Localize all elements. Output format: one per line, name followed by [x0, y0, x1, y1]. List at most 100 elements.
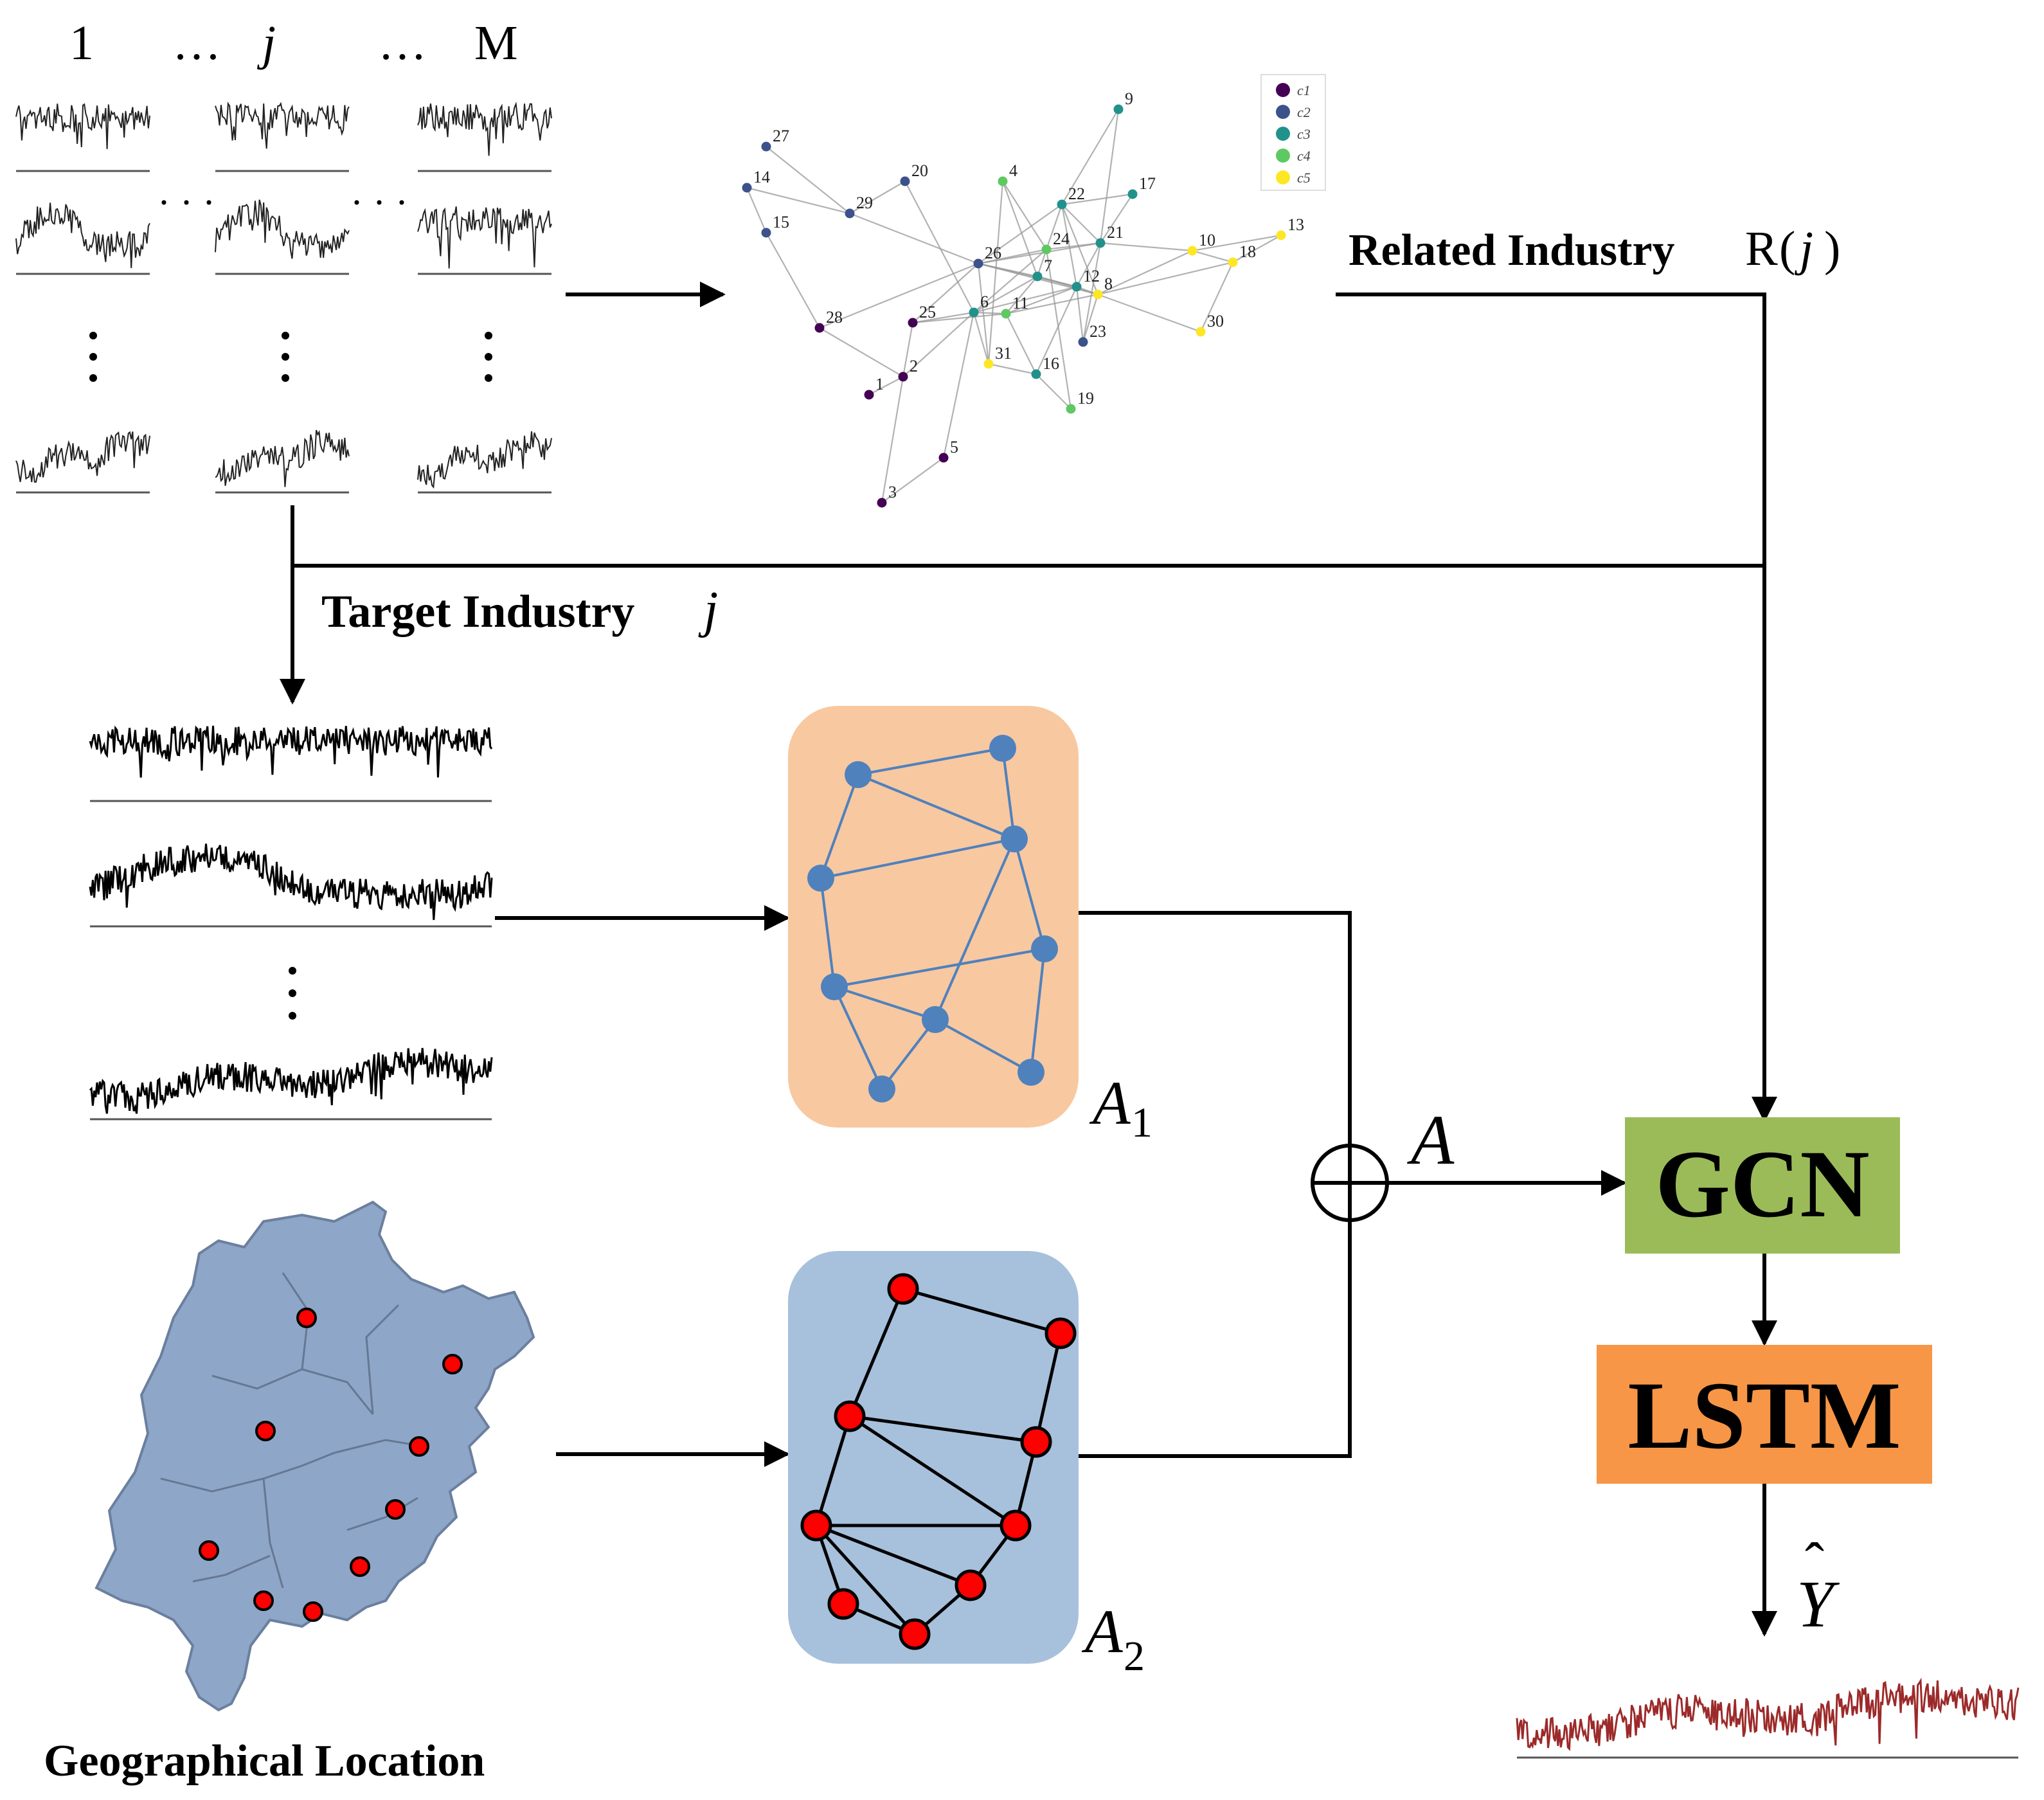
network-node-label: 2 — [910, 357, 918, 375]
network-node-label: 7 — [1044, 256, 1052, 275]
a2-node — [887, 1273, 919, 1305]
legend-label: c2 — [1297, 104, 1311, 120]
network-node-label: 14 — [753, 168, 770, 186]
target-var: j — [698, 582, 718, 638]
network-node-label: 8 — [1104, 274, 1113, 293]
output-label: Y ˆ — [1797, 1532, 1840, 1641]
network-node-27: 27 — [761, 127, 789, 152]
output-y: Y — [1797, 1567, 1840, 1641]
network-node-label: 24 — [1053, 230, 1070, 248]
network-node-label: 20 — [911, 161, 928, 180]
network-node-6: 6 — [969, 292, 989, 318]
a1-node — [989, 735, 1016, 762]
network-node-label: 16 — [1043, 354, 1059, 373]
index-first: 1 — [69, 16, 94, 70]
network-node-label: 30 — [1207, 312, 1224, 330]
a2-letter: A — [1081, 1597, 1123, 1666]
target-vertical-dots — [289, 967, 296, 1020]
a2-label: A 2 — [1081, 1597, 1145, 1680]
network-node-20: 20 — [900, 161, 928, 186]
a1-node — [845, 761, 872, 788]
network-node-label: 19 — [1077, 389, 1094, 408]
network-node-label: 29 — [856, 194, 873, 212]
network-node-label: 25 — [919, 303, 936, 321]
network-node-4: 4 — [998, 161, 1018, 186]
gcn-text: GCN — [1655, 1131, 1869, 1238]
forecast-series — [1516, 1677, 2020, 1759]
target-series-stack — [89, 725, 493, 1120]
index-last: M — [474, 16, 518, 70]
a1-graph — [807, 735, 1058, 1102]
network-node-21: 21 — [1095, 223, 1124, 248]
mini-series-2-2 — [417, 431, 552, 494]
mini-series-1-1 — [215, 199, 350, 275]
a1-panel — [788, 706, 1079, 1128]
a2-node — [827, 1588, 859, 1620]
network-node-31: 31 — [983, 344, 1012, 369]
network-node-label: 12 — [1083, 267, 1100, 285]
related-fn: R — [1745, 222, 1778, 276]
network-node-8: 8 — [1093, 274, 1113, 300]
a1-letter: A — [1089, 1068, 1131, 1137]
network-node-13: 13 — [1276, 215, 1304, 240]
network-node-9: 9 — [1113, 89, 1133, 114]
network-node-7: 7 — [1032, 256, 1052, 282]
network-node-11: 11 — [1001, 294, 1028, 319]
fujian-map — [94, 1200, 535, 1712]
legend-label: c1 — [1297, 82, 1311, 98]
legend-label: c4 — [1297, 148, 1311, 164]
mini-series-2-1 — [215, 429, 350, 494]
a1-node — [1018, 1059, 1044, 1086]
mini-series-2-0 — [15, 431, 150, 494]
network-node-26: 26 — [973, 244, 1001, 269]
network-node-label: 23 — [1089, 322, 1106, 341]
grid-ellipsis: · · · · · · — [157, 181, 408, 224]
network-node-24: 24 — [1041, 230, 1070, 255]
legend-item-c5: c5 — [1276, 170, 1311, 186]
a1-node — [868, 1076, 895, 1102]
network-node-17: 17 — [1127, 174, 1156, 199]
a1-node — [821, 973, 848, 1000]
a2-panel — [788, 1251, 1079, 1664]
combined-a-label: A — [1406, 1101, 1455, 1179]
map-location-dot — [303, 1601, 323, 1622]
related-industry-text: Related Industry — [1349, 226, 1675, 275]
legend-item-c4: c4 — [1276, 148, 1311, 164]
gcn-block — [1625, 1117, 1900, 1254]
network-legend: c1 c2 c3 c4 c5 — [1260, 74, 1326, 191]
a1-node — [922, 1006, 949, 1033]
industry-correlation-network: 1234567891011121314151617181920212223242… — [742, 89, 1304, 508]
ellipsis-h-1: · · · — [157, 181, 215, 224]
network-node-label: 15 — [773, 213, 789, 231]
mini-series-1-0 — [15, 203, 150, 275]
network-node-22: 22 — [1057, 184, 1085, 210]
related-arg: j — [1794, 222, 1813, 276]
network-node-label: 3 — [888, 483, 897, 501]
network-node-label: 5 — [950, 438, 958, 456]
related-industry-label: Related Industry R ( j ) — [1349, 222, 1840, 276]
network-node-18: 18 — [1228, 242, 1256, 267]
a2-sub: 2 — [1124, 1633, 1145, 1680]
network-node-19: 19 — [1066, 389, 1094, 414]
a2-node — [1000, 1509, 1032, 1542]
mini-series-0-0 — [15, 103, 150, 172]
map-location-dot — [442, 1354, 463, 1374]
network-node-label: 11 — [1012, 294, 1028, 312]
target-industry-label: Target Industry j — [321, 582, 718, 638]
a2-node — [834, 1400, 866, 1432]
industry-series-grid — [15, 101, 552, 494]
network-node-label: 18 — [1239, 242, 1256, 261]
index-dots-2: … — [378, 16, 427, 70]
combine-lines — [1079, 911, 1352, 1458]
target-series-1 — [89, 725, 493, 802]
a1-node — [1031, 935, 1058, 962]
network-node-label: 22 — [1068, 184, 1085, 203]
map-location-dot — [409, 1436, 429, 1457]
network-node-2: 2 — [898, 357, 918, 382]
target-series-3 — [89, 1048, 493, 1120]
a1-sub: 1 — [1131, 1099, 1152, 1146]
network-node-label: 1 — [875, 375, 884, 393]
mini-series-0-2 — [417, 101, 552, 172]
legend-label: c3 — [1297, 126, 1311, 142]
